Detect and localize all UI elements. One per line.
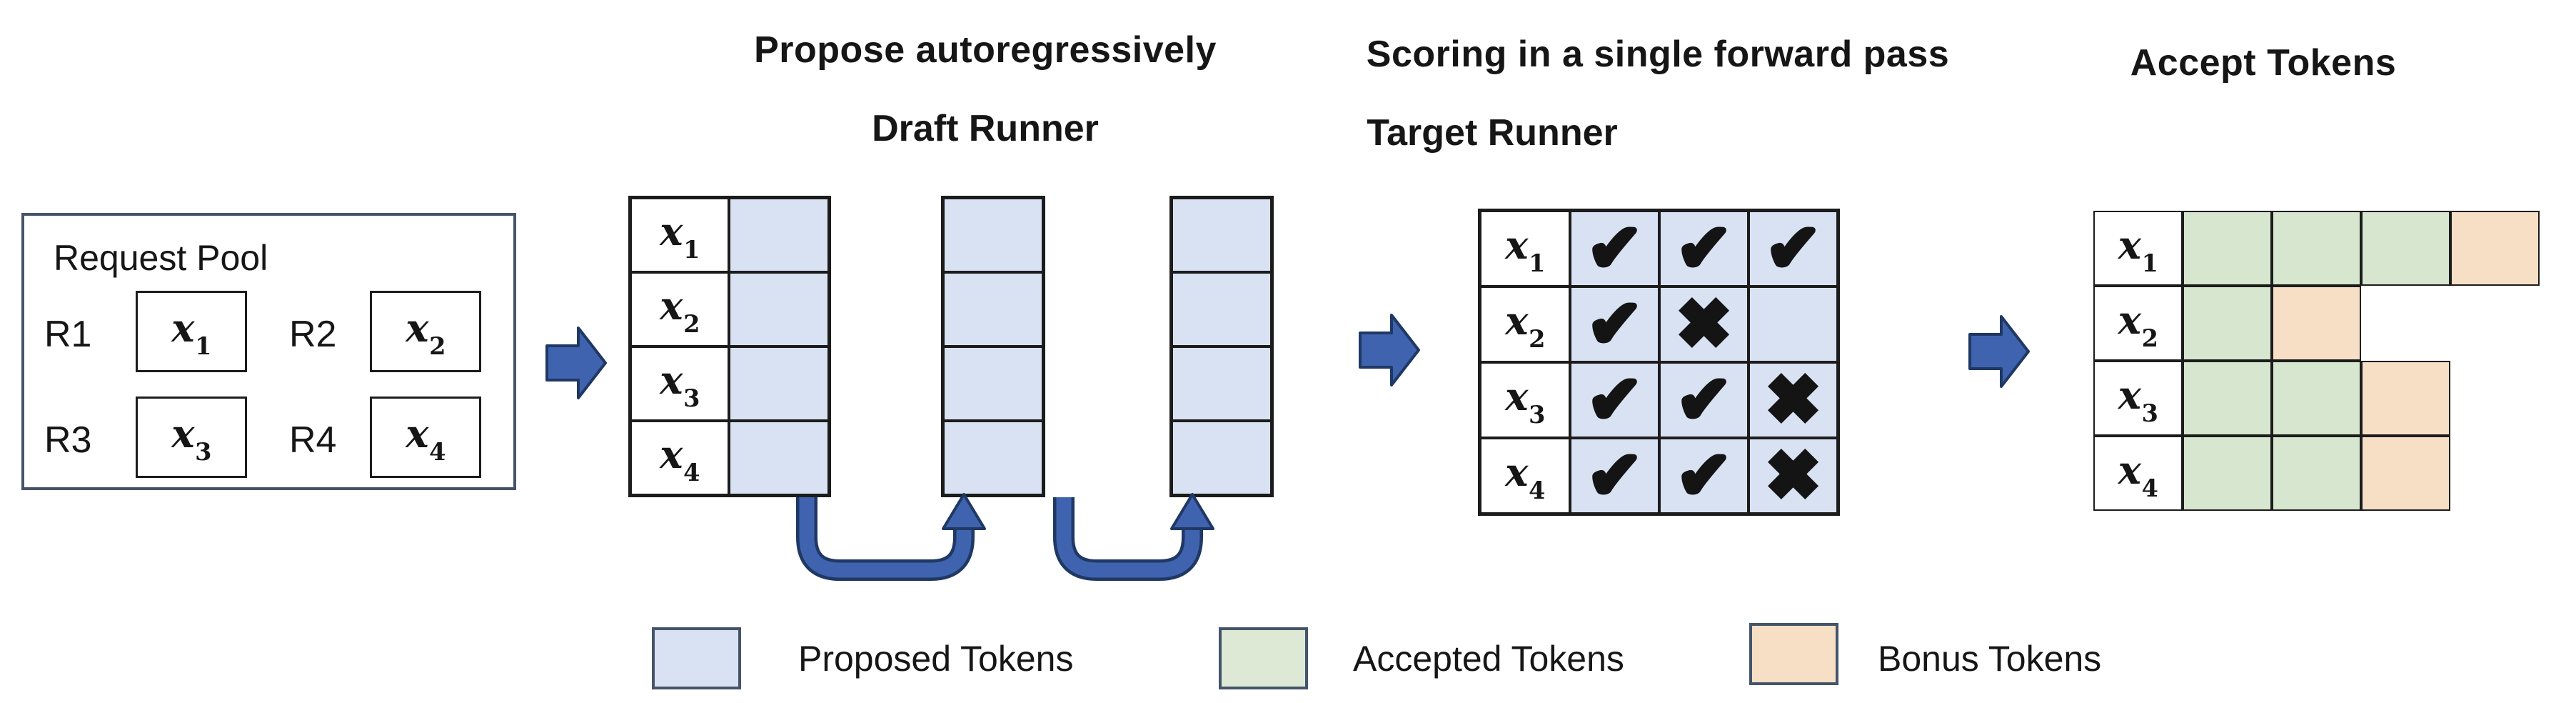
legend-label-proposed: Proposed Tokens — [798, 639, 1074, 679]
proposed-token-cell — [1172, 272, 1272, 346]
score-cell: ✖ — [1659, 286, 1749, 362]
loop-arrow-icon — [796, 493, 986, 581]
flow-arrow-icon — [545, 326, 607, 399]
flow-arrow-icon — [1968, 315, 2030, 388]
request-id-r1: R1 — [44, 314, 92, 355]
accepted-token-cell — [2272, 436, 2361, 511]
draft-caption: Propose autoregressively — [754, 29, 1217, 71]
draft-grid-step2 — [941, 196, 1045, 497]
score-cell: ✖ — [1749, 438, 1838, 514]
target-row-label: x3 — [1480, 362, 1570, 438]
accept-token-grid: x1 x2 x3 x4 — [2093, 211, 2540, 511]
check-icon: ✔ — [1586, 212, 1644, 285]
draft-row-label: x3 — [630, 346, 729, 421]
score-cell: ✔ — [1570, 286, 1659, 362]
proposed-token-cell — [729, 346, 829, 421]
accepted-token-cell — [2183, 211, 2272, 286]
cross-icon: ✖ — [1764, 439, 1822, 512]
score-cell: ✔ — [1749, 211, 1838, 286]
proposed-token-cell — [729, 272, 829, 346]
token-box-x2: x2 — [370, 291, 481, 372]
token-label: x3 — [171, 411, 212, 467]
accept-title: Accept Tokens — [2130, 42, 2397, 84]
target-runner-title: Target Runner — [1367, 112, 1618, 154]
check-icon: ✔ — [1675, 439, 1733, 512]
proposed-token-cell — [729, 421, 829, 495]
proposed-token-cell — [729, 198, 829, 272]
cross-icon: ✖ — [1675, 288, 1733, 361]
proposed-token-cell — [1172, 198, 1272, 272]
bonus-token-cell — [2272, 286, 2361, 361]
draft-grid-step1: x1 x2 x3 x4 — [628, 196, 831, 497]
accepted-token-cell — [2272, 361, 2361, 436]
score-cell: ✔ — [1570, 362, 1659, 438]
draft-row-label: x1 — [630, 198, 729, 272]
bonus-token-cell — [2450, 211, 2540, 286]
flow-arrow-icon — [1359, 314, 1420, 387]
accepted-token-cell — [2361, 211, 2450, 286]
target-caption: Scoring in a single forward pass — [1366, 34, 1950, 75]
accept-row-label: x4 — [2093, 436, 2183, 511]
request-pool-title: Request Pool — [54, 238, 268, 278]
accept-row-label: x3 — [2093, 361, 2183, 436]
token-box-x4: x4 — [370, 397, 481, 478]
score-cell: ✔ — [1659, 438, 1749, 514]
score-cell: ✔ — [1570, 211, 1659, 286]
accept-row-label: x2 — [2093, 286, 2183, 361]
accepted-token-cell — [2183, 286, 2272, 361]
score-cell — [1749, 286, 1838, 362]
request-id-r3: R3 — [44, 419, 92, 461]
score-cell: ✔ — [1659, 211, 1749, 286]
token-label: x1 — [171, 305, 212, 361]
proposed-token-cell — [1172, 346, 1272, 421]
bonus-token-cell — [2361, 361, 2450, 436]
request-id-r2: R2 — [289, 314, 337, 355]
proposed-token-cell — [943, 346, 1043, 421]
legend-swatch-proposed — [652, 627, 741, 689]
loop-arrow-icon — [1053, 493, 1214, 581]
check-icon: ✔ — [1586, 364, 1644, 437]
score-cell: ✔ — [1570, 438, 1659, 514]
proposed-token-cell — [1172, 421, 1272, 495]
legend-swatch-bonus — [1749, 623, 1838, 685]
proposed-token-cell — [943, 198, 1043, 272]
draft-grid-step3 — [1169, 196, 1274, 497]
draft-runner-title: Draft Runner — [872, 108, 1099, 149]
request-id-r4: R4 — [289, 419, 337, 461]
score-cell: ✔ — [1659, 362, 1749, 438]
legend-label-bonus: Bonus Tokens — [1878, 639, 2102, 679]
bonus-token-cell — [2361, 436, 2450, 511]
token-label: x4 — [406, 411, 446, 467]
draft-row-label: x2 — [630, 272, 729, 346]
legend-swatch-accepted — [1219, 627, 1308, 689]
draft-row-label: x4 — [630, 421, 729, 495]
token-box-x1: x1 — [136, 291, 247, 372]
loop-arrow-icons — [796, 493, 1214, 581]
proposed-token-cell — [943, 421, 1043, 495]
accepted-token-cell — [2272, 211, 2361, 286]
accepted-token-cell — [2183, 436, 2272, 511]
token-box-x3: x3 — [136, 397, 247, 478]
target-row-label: x4 — [1480, 438, 1570, 514]
target-row-label: x2 — [1480, 286, 1570, 362]
legend-label-accepted: Accepted Tokens — [1353, 639, 1624, 679]
target-row-label: x1 — [1480, 211, 1570, 286]
check-icon: ✔ — [1586, 288, 1644, 361]
accepted-token-cell — [2183, 361, 2272, 436]
token-label: x2 — [406, 305, 446, 361]
check-icon: ✔ — [1675, 212, 1733, 285]
check-icon: ✔ — [1586, 439, 1644, 512]
check-icon: ✔ — [1675, 364, 1733, 437]
proposed-token-cell — [943, 272, 1043, 346]
cross-icon: ✖ — [1764, 364, 1822, 437]
accept-row-label: x1 — [2093, 211, 2183, 286]
check-icon: ✔ — [1764, 212, 1822, 285]
score-cell: ✖ — [1749, 362, 1838, 438]
target-score-grid: x1 ✔ ✔ ✔ x2 ✔ ✖ x3 ✔ ✔ ✖ x4 ✔ ✔ ✖ — [1478, 209, 1840, 516]
